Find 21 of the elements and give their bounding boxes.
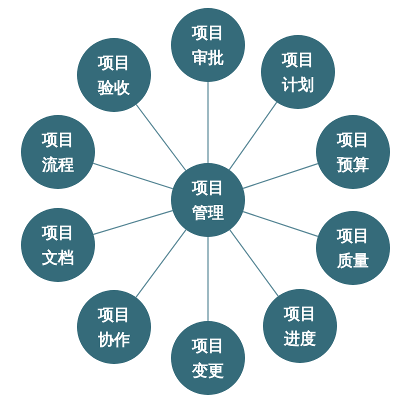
circle-label: 项目流程: [41, 129, 75, 176]
connector-line: [207, 82, 209, 163]
circle-label: 项目验收: [97, 52, 131, 99]
circle-label: 项目文档: [41, 222, 75, 269]
circle-label: 项目进度: [283, 303, 317, 350]
connector-line: [229, 230, 279, 296]
connector-line: [93, 162, 173, 190]
connector-line: [136, 229, 186, 298]
connector-line: [93, 210, 173, 235]
circle-label: 项目质量: [336, 225, 370, 272]
circle-label: 项目管理: [191, 177, 225, 224]
circle-label: 项目协作: [97, 304, 131, 351]
connector-line: [242, 163, 318, 189]
circle-label: 项目变更: [191, 335, 225, 382]
circle-label: 项目审批: [191, 22, 225, 69]
circle-label: 项目计划: [281, 49, 315, 96]
circle-label: 项目预算: [336, 129, 370, 176]
connector-line: [242, 211, 318, 237]
connector-line: [136, 104, 186, 171]
connector-line: [228, 102, 278, 170]
connector-line: [207, 237, 209, 321]
